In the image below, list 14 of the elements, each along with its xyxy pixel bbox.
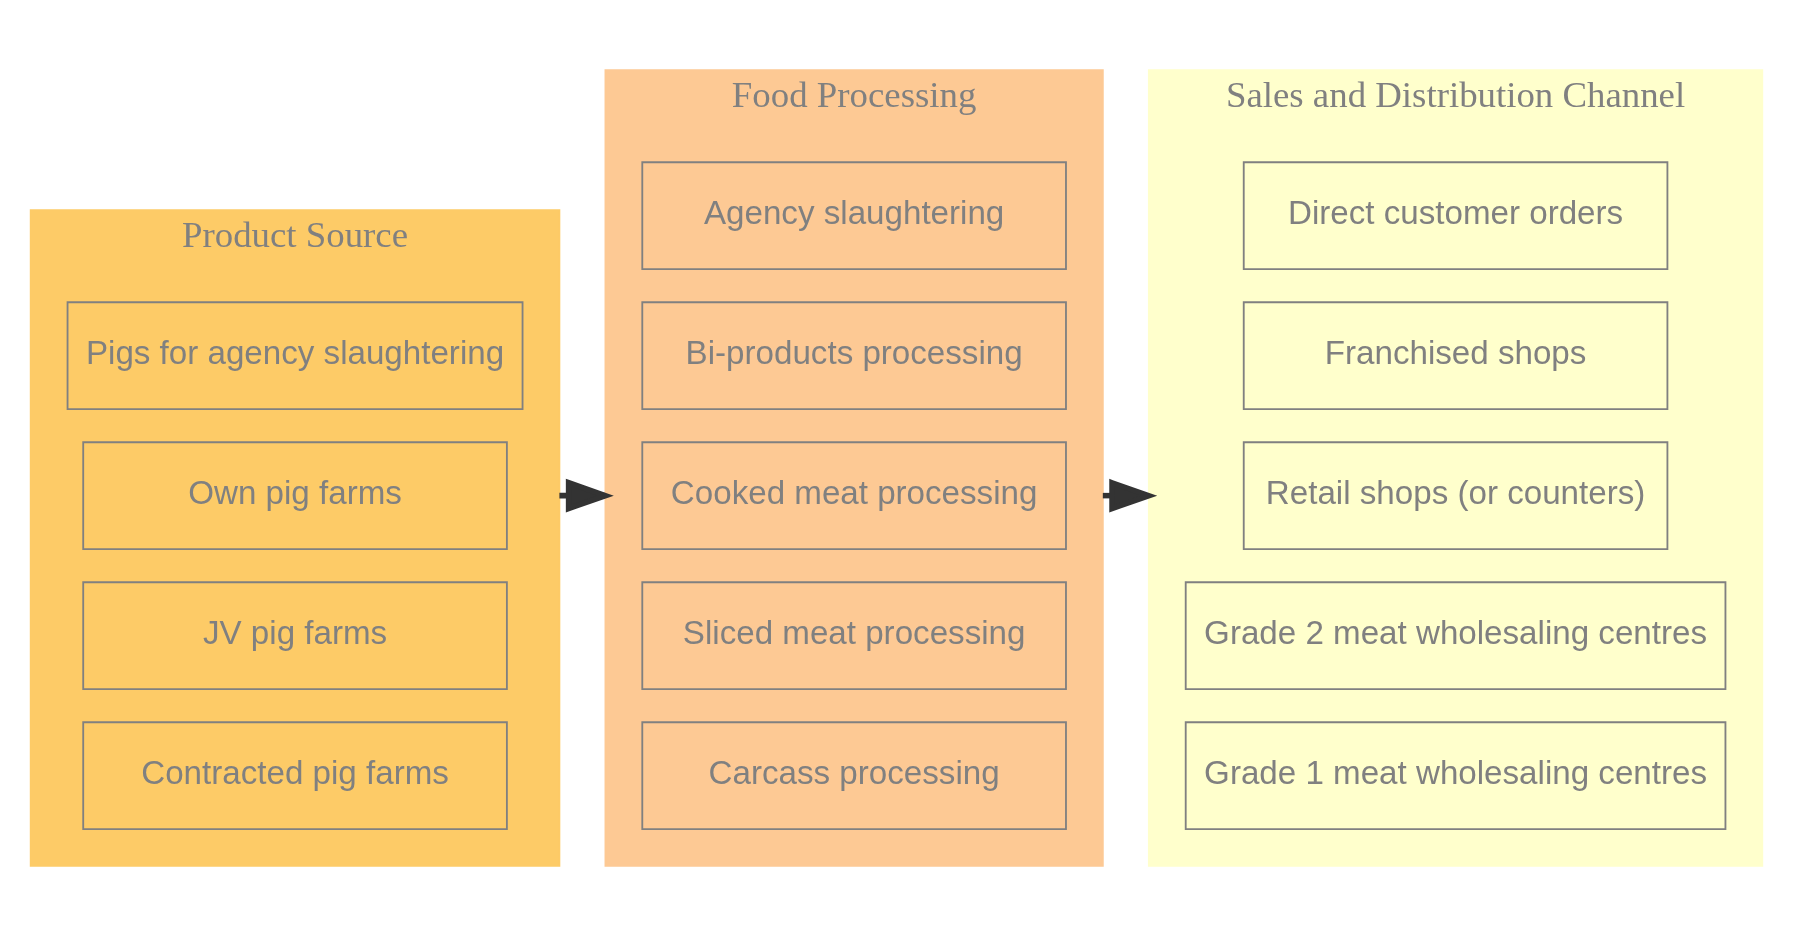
node-box: JV pig farms [82, 580, 508, 690]
node-box: Direct customer orders [1242, 160, 1669, 270]
node-box: Own pig farms [82, 440, 508, 550]
node-box: Agency slaughtering [641, 160, 1067, 270]
node-box: Retail shops (or counters) [1242, 440, 1669, 550]
node-box: Grade 2 meat wholesaling centres [1184, 580, 1727, 690]
node-box: Grade 1 meat wholesaling centres [1184, 720, 1727, 830]
node-box: Pigs for agency slaughtering [66, 300, 524, 410]
node-box: Franchised shops [1242, 300, 1669, 410]
node-box: Carcass processing [641, 720, 1067, 830]
node-box: Sliced meat processing [641, 580, 1067, 690]
node-box: Cooked meat processing [641, 440, 1067, 550]
node-box: Contracted pig farms [82, 720, 508, 830]
node-box: Bi-products processing [641, 300, 1067, 410]
